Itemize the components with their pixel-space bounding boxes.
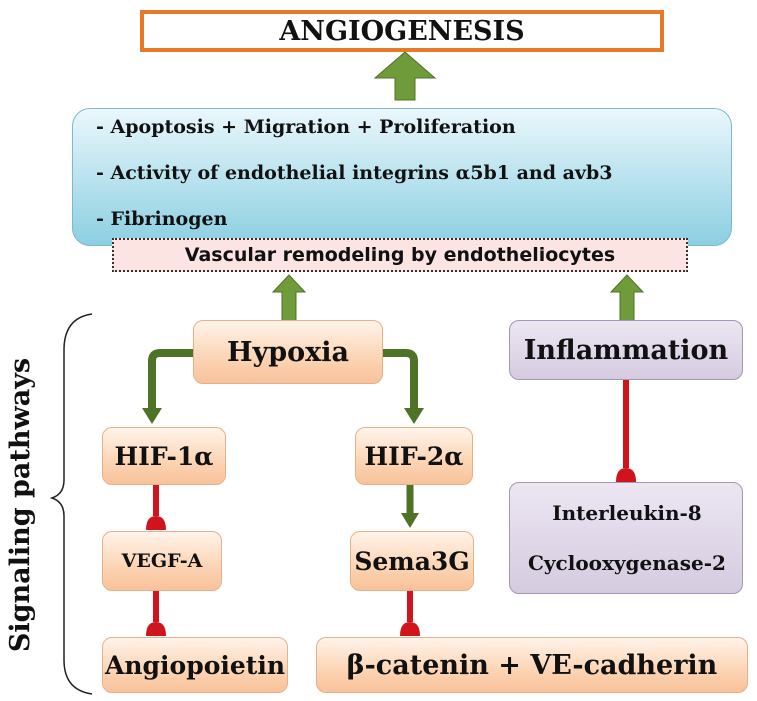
angiogenesis-title: ANGIOGENESIS	[140, 10, 664, 52]
arrow-up-to-angiogenesis	[373, 51, 437, 101]
effect-line-integrins: - Activity of endothelial integrins α5b1…	[96, 162, 613, 184]
effect-line-proliferation: - Apoptosis + Migration + Proliferation	[96, 116, 516, 138]
connector-vegfa-to-angiopoietin	[146, 590, 166, 636]
vascular-remodeling-box: Vascular remodeling by endotheliocytes	[112, 238, 688, 272]
node-cyclooxygenase-2: Cyclooxygenase-2	[528, 551, 726, 575]
node-vegfa: VEGF-A	[102, 531, 222, 591]
node-inflammation: Inflammation	[509, 320, 743, 380]
connector-sema3g-to-catenin	[400, 590, 420, 636]
arrow-hypoxia-to-hif1a	[148, 349, 196, 410]
node-sema3g: Sema3G	[350, 531, 474, 591]
node-cytokines: Interleukin-8 Cyclooxygenase-2	[509, 482, 743, 594]
connector-hif1a-to-vegfa	[146, 484, 166, 530]
node-hypoxia: Hypoxia	[193, 320, 383, 384]
node-angiopoietin: Angiopoietin	[102, 637, 288, 693]
arrow-hypoxia-to-hif2a	[380, 349, 418, 410]
node-hif2a: HIF-2α	[355, 427, 473, 485]
signaling-pathways-bracket	[49, 313, 93, 695]
arrow-up-inflammation-to-remodeling	[609, 274, 645, 323]
arrow-up-hypoxia-to-remodeling	[271, 274, 307, 323]
node-catenin-cadherin: β-catenin + VE-cadherin	[316, 637, 748, 693]
node-interleukin-8: Interleukin-8	[552, 501, 702, 525]
node-hif1a: HIF-1α	[102, 427, 226, 485]
connector-inflammation-to-interleukin	[616, 378, 636, 482]
effect-line-fibrinogen: - Fibrinogen	[96, 208, 228, 230]
